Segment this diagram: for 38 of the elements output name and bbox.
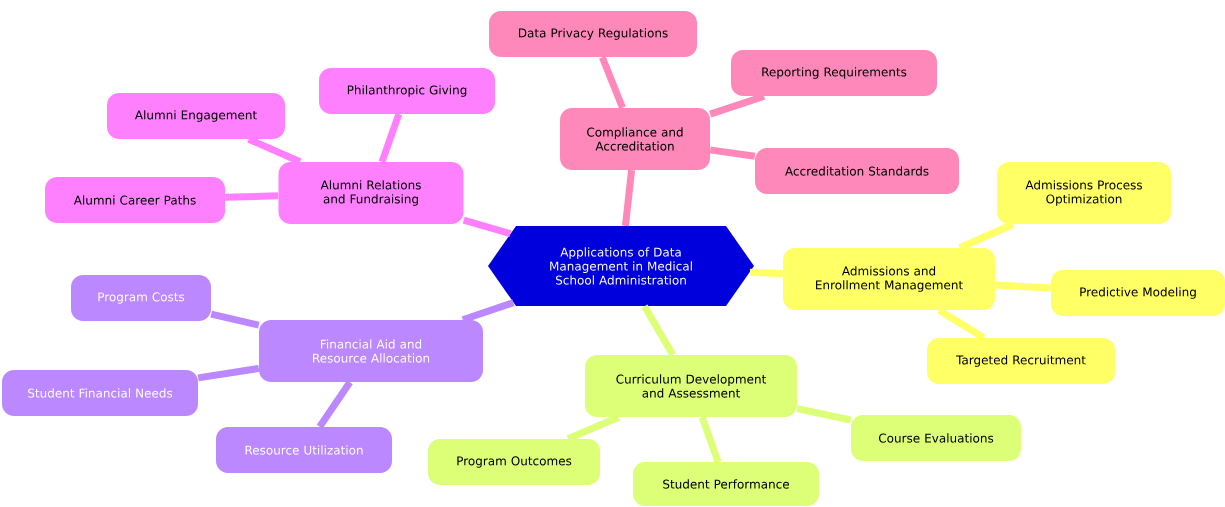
topic-box: Accreditation Standards xyxy=(755,148,959,194)
connector-line xyxy=(225,192,279,201)
connector-line xyxy=(316,380,353,429)
topic-box: Student Financial Needs xyxy=(2,370,198,416)
connector-line xyxy=(698,416,722,463)
connector-line xyxy=(796,405,852,424)
connector-line xyxy=(462,216,512,238)
topic-box: Financial Aid and Resource Allocation xyxy=(259,320,483,382)
connector-line xyxy=(709,146,756,160)
topic-box: Compliance and Accreditation xyxy=(560,108,710,170)
topic-box: Alumni Relations and Fundraising xyxy=(278,162,464,224)
connector-line xyxy=(937,307,986,341)
topic-box: Data Privacy Regulations xyxy=(489,11,697,57)
topic-box: Resource Utilization xyxy=(216,427,392,473)
connector-line xyxy=(378,113,403,163)
topic-box: Philanthropic Giving xyxy=(319,68,495,114)
topic-box: Program Costs xyxy=(71,275,211,321)
connector-line xyxy=(247,136,302,165)
topic-box: Admissions and Enrollment Management xyxy=(783,248,995,310)
topic-box: Reporting Requirements xyxy=(731,50,937,96)
topic-box: Alumni Engagement xyxy=(107,93,285,139)
hexagon-node: Applications of Data Management in Medical School Administration xyxy=(488,226,754,306)
topic-box: Admissions Process Optimization xyxy=(997,162,1171,224)
connector-line xyxy=(641,304,676,357)
topic-box: Program Outcomes xyxy=(428,439,600,485)
topic-box: Predictive Modeling xyxy=(1051,270,1225,316)
topic-box: Course Evaluations xyxy=(851,415,1021,461)
connector-line xyxy=(197,364,260,382)
topic-box: Targeted Recruitment xyxy=(927,338,1115,384)
connector-line xyxy=(621,169,636,227)
topic-box: Alumni Career Paths xyxy=(45,177,225,223)
topic-box: Student Performance xyxy=(633,462,819,506)
connector-line xyxy=(749,268,783,278)
connector-line xyxy=(995,281,1051,292)
topic-box: Curriculum Development and Assessment xyxy=(585,355,797,417)
connector-line xyxy=(599,55,626,110)
connector-line xyxy=(210,310,260,329)
connector-line xyxy=(958,221,1015,251)
